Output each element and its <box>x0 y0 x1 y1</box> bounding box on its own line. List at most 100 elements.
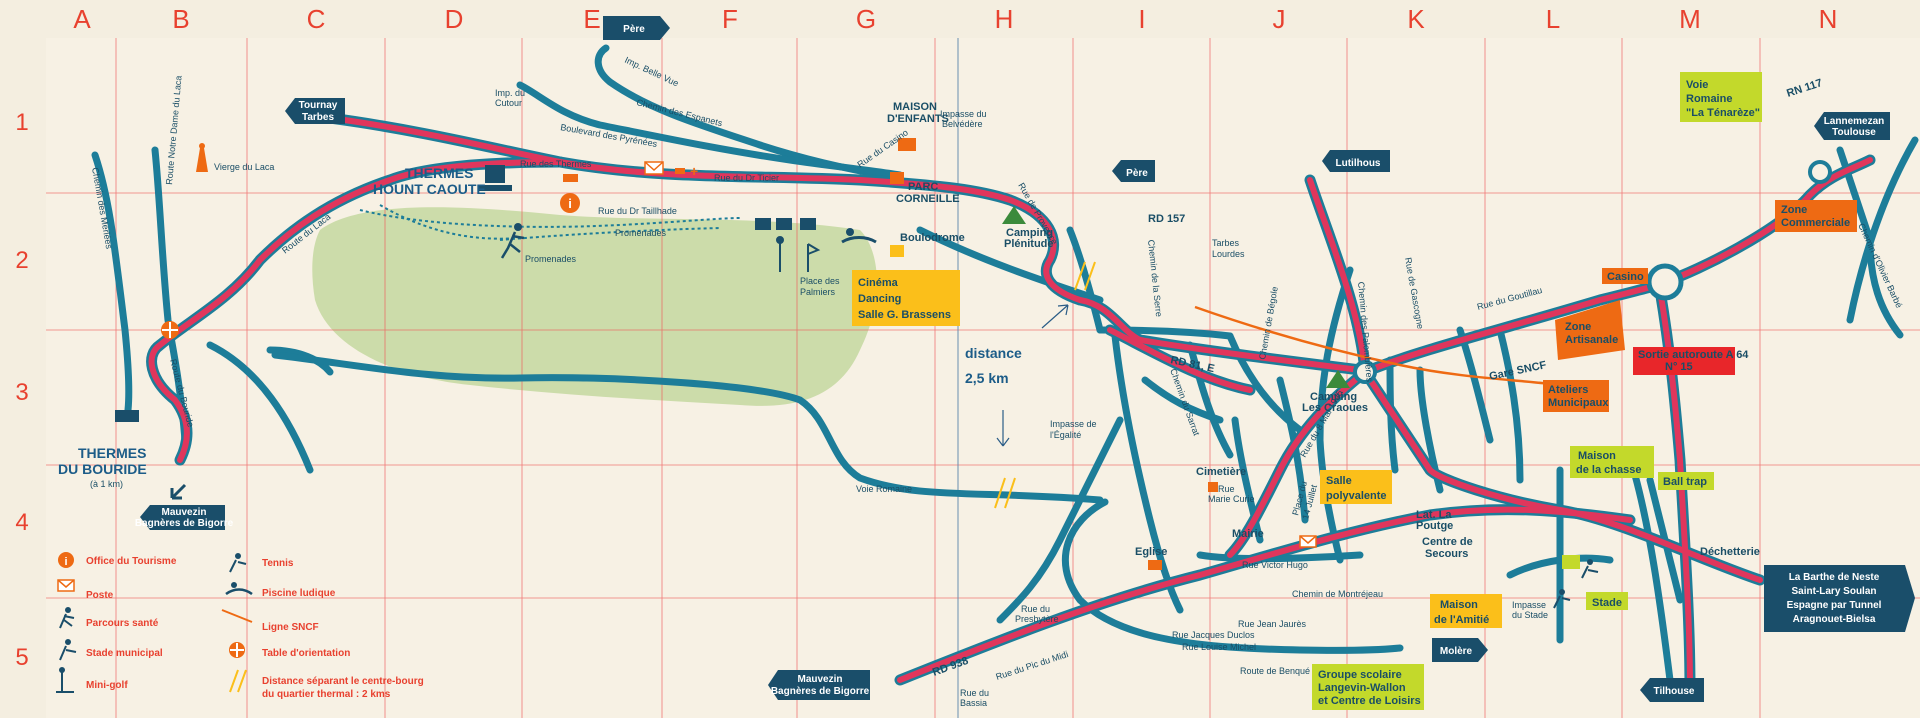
sign-lannemezan[interactable]: Lannemezan Toulouse <box>1814 112 1890 140</box>
info-icon: i <box>58 552 74 568</box>
building-marker <box>898 138 916 151</box>
sign-pere-top[interactable]: Père <box>603 16 670 40</box>
ateliers-box[interactable]: Ateliers Municipaux <box>1543 380 1609 412</box>
statue-head <box>199 143 205 149</box>
thermes-bouride-title-2: DU BOURIDE <box>58 461 147 477</box>
church-marker <box>1148 560 1162 570</box>
street-belvedere-2: Belvédère <box>942 119 983 129</box>
park-area <box>312 207 877 406</box>
street-montrejeau: Chemin de Montréjeau <box>1292 589 1383 599</box>
tent-icon-plenitude[interactable] <box>1002 206 1026 224</box>
destination-signs[interactable]: Père Tournay Tarbes Père Lutilhous Lanne… <box>135 16 1915 702</box>
sign-mauvezin-left[interactable]: Mauvezin Bagnères de Bigorre <box>135 505 234 530</box>
street-louise-michel: Rue Louise Michel <box>1182 642 1256 652</box>
svg-text:Aragnouet-Bielsa: Aragnouet-Bielsa <box>1793 614 1876 625</box>
legend-item-piscine: Piscine ludique <box>225 582 336 599</box>
minor-roads <box>91 44 1919 684</box>
svg-text:Office du Tourisme: Office du Tourisme <box>86 556 177 567</box>
roundabout-casino <box>1646 263 1684 301</box>
col-A: A <box>73 4 91 34</box>
bowling-icon[interactable] <box>890 245 904 257</box>
svg-text:Lutilhous: Lutilhous <box>1336 158 1381 169</box>
football-icon <box>59 639 77 661</box>
svg-text:Zone: Zone <box>1565 321 1591 333</box>
parc-corneille-2: CORNEILLE <box>896 193 960 205</box>
sign-lutilhous[interactable]: Lutilhous <box>1322 150 1390 172</box>
casino-box[interactable]: Casino <box>1602 268 1648 284</box>
sign-mauvezin-bottom[interactable]: Mauvezin Bagnères de Bigorre <box>768 670 870 700</box>
lat-poutge-2: Poutge <box>1416 520 1453 532</box>
info-icon[interactable]: i <box>560 193 580 213</box>
svg-text:Salle: Salle <box>1326 475 1352 487</box>
distance-arrows <box>996 304 1069 447</box>
thermes-building-icon <box>485 165 505 183</box>
svg-text:Parcours santé: Parcours santé <box>86 618 159 629</box>
ball-trap-box[interactable]: Ball trap <box>1658 472 1714 490</box>
col-C: C <box>307 4 326 34</box>
sortie-autoroute-box[interactable]: Sortie autoroute A 64 N° 15 <box>1633 347 1749 375</box>
svg-text:du quartier thermal : 2 kms: du quartier thermal : 2 kms <box>262 689 391 700</box>
tennis-icon[interactable] <box>1553 589 1571 609</box>
street-victor-hugo: Rue Victor Hugo <box>1242 560 1308 570</box>
voie-romaine-box[interactable]: Voie Romaine "La Ténarèze" <box>1680 72 1762 122</box>
runner-icon[interactable] <box>500 223 525 259</box>
zone-commerciale-box[interactable]: Zone Commerciale <box>1775 200 1857 232</box>
street-promenades-1: Promenades <box>615 228 667 238</box>
column-header-band <box>0 0 1920 38</box>
promenade-paths <box>359 204 741 241</box>
svg-text:Stade municipal: Stade municipal <box>86 648 163 659</box>
svg-text:Ball trap: Ball trap <box>1663 476 1707 488</box>
sign-pere-mid[interactable]: Père <box>1112 160 1155 182</box>
svg-text:de l'Amitié: de l'Amitié <box>1434 614 1489 626</box>
tent-icon-craoues[interactable] <box>1326 370 1350 388</box>
zone-artisanale-box[interactable]: Zone Artisanale <box>1555 300 1625 360</box>
salle-polyvalente-box[interactable]: Salle polyvalente <box>1320 470 1392 504</box>
golf-icon[interactable] <box>776 236 821 272</box>
svg-text:Tournay: Tournay <box>299 100 338 111</box>
thermes-bouride-title-1: THERMES <box>78 445 146 461</box>
maison-amitie-box[interactable]: Maison de l'Amitié <box>1430 594 1502 628</box>
lat-poutge-1: Lat. La <box>1416 509 1452 521</box>
svg-text:Père: Père <box>1126 168 1148 179</box>
thermes-bouride-marker[interactable] <box>115 410 139 422</box>
football-icon[interactable] <box>1581 559 1599 579</box>
svg-text:Saint-Lary Soulan: Saint-Lary Soulan <box>1791 586 1876 597</box>
sign-labarthe[interactable]: La Barthe de Neste Saint-Lary Soulan Esp… <box>1764 565 1915 632</box>
street-bassia-2: Bassia <box>960 698 987 708</box>
eglise-label[interactable]: Eglise <box>1135 546 1167 558</box>
sign-molere[interactable]: Molère <box>1432 638 1488 662</box>
rd157-label: RD 157 <box>1148 213 1185 225</box>
svg-text:Cinéma: Cinéma <box>858 277 899 289</box>
impasse-egalite-2: l'Égalité <box>1050 430 1081 440</box>
svg-text:Mauvezin: Mauvezin <box>797 674 842 685</box>
legend-item-stade: Stade municipal <box>59 639 163 661</box>
place-palmiers-2: Palmiers <box>800 287 836 297</box>
svg-text:Molère: Molère <box>1440 646 1473 657</box>
legend-item-poste: Poste <box>57 579 114 601</box>
svg-text:de la chasse: de la chasse <box>1576 464 1641 476</box>
compass-icon <box>229 642 245 658</box>
swimmer-icon[interactable] <box>841 228 877 244</box>
mail-icon[interactable] <box>1299 535 1317 548</box>
stade-box[interactable]: Stade <box>1586 592 1628 610</box>
sign-tilhouse[interactable]: Tilhouse <box>1640 678 1704 702</box>
compass-icon[interactable] <box>161 321 179 339</box>
distance-label-1: distance <box>965 345 1022 361</box>
maison-chasse-box[interactable]: Maison de la chasse <box>1570 446 1654 478</box>
col-F: F <box>722 4 738 34</box>
legend: i Office du Tourisme Poste Parcours sant… <box>56 552 424 700</box>
svg-text:Commerciale: Commerciale <box>1781 217 1850 229</box>
sign-tournay[interactable]: Tournay Tarbes <box>285 98 345 124</box>
street-bassia-1: Rue du <box>960 688 989 698</box>
street-presbytere-2: Presbytère <box>1015 614 1059 624</box>
thermes-hount-marker[interactable] <box>478 165 512 191</box>
maison-enfants-1: MAISON <box>893 101 937 113</box>
camping-craoues-1: Camping <box>1310 391 1357 403</box>
distance-label-2: 2,5 km <box>965 370 1009 386</box>
mairie-label[interactable]: Mairie <box>1232 528 1264 540</box>
cinema-box[interactable]: Cinéma Dancing Salle G. Brassens <box>852 270 960 326</box>
svg-text:Casino: Casino <box>1607 271 1644 283</box>
mail-icon[interactable] <box>644 161 664 175</box>
groupe-scolaire-box[interactable]: Groupe scolaire Langevin-Wallon et Centr… <box>1312 664 1424 710</box>
